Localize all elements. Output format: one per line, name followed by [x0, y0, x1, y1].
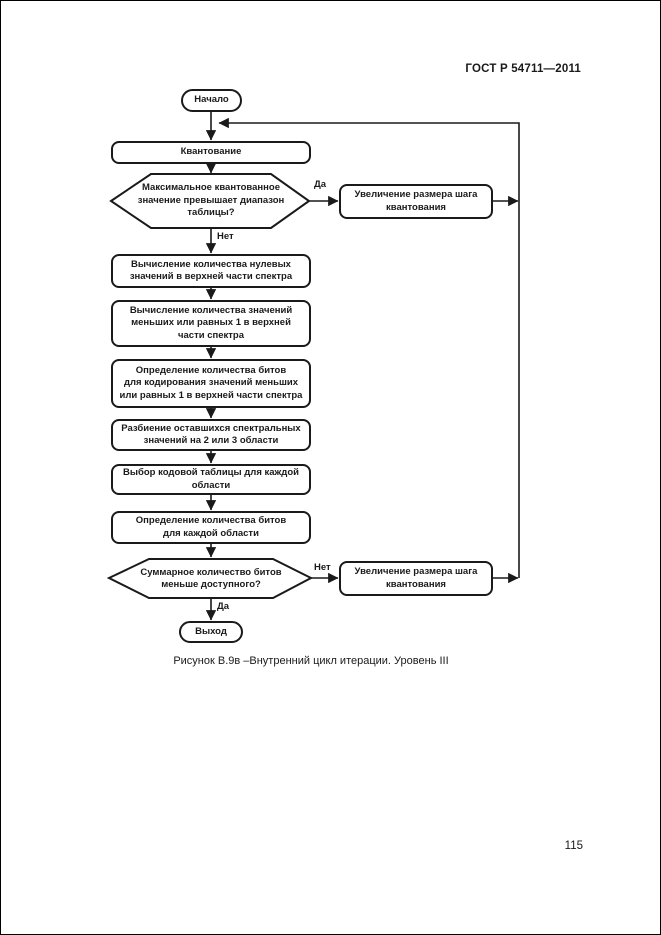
process-increase-step-1: Увеличение размера шага квантования	[339, 184, 493, 219]
process-quantization: Квантование	[111, 141, 311, 164]
page-number: 115	[564, 840, 583, 852]
end-terminator: Выход	[179, 621, 243, 643]
branch-label-no-2: Нет	[314, 562, 331, 573]
feedback-loop-line	[218, 117, 520, 578]
decision-shape-2	[106, 558, 314, 599]
process-increase-step-2: Увеличение размера шага квантования	[339, 561, 493, 596]
process-bits-le1: Определение количества битов для кодиров…	[111, 359, 311, 408]
process-split-regions: Разбиение оставшихся спектральных значен…	[111, 419, 311, 451]
branch-label-yes-1: Да	[314, 179, 327, 190]
document-header: ГОСТ Р 54711—2011	[465, 63, 581, 75]
branch-label-no-1: Нет	[217, 231, 234, 242]
process-bits-regions: Определение количества битов для каждой …	[111, 511, 311, 544]
process-zero-count: Вычисление количества нулевых значений в…	[111, 254, 311, 288]
process-le1-count: Вычисление количества значений меньших и…	[111, 300, 311, 347]
decision-max-value-label: Максимальное квантованное значение превы…	[137, 182, 285, 219]
decision-total-bits-label: Суммарное количество битов меньше доступ…	[140, 566, 282, 591]
branch-label-yes-2: Да	[217, 601, 230, 612]
start-terminator: Начало	[181, 89, 242, 112]
decision-shape-1	[109, 173, 311, 229]
process-codebook-select: Выбор кодовой таблицы для каждой области	[111, 464, 311, 495]
figure-caption: Рисунок В.9в –Внутренний цикл итерации. …	[173, 655, 449, 667]
